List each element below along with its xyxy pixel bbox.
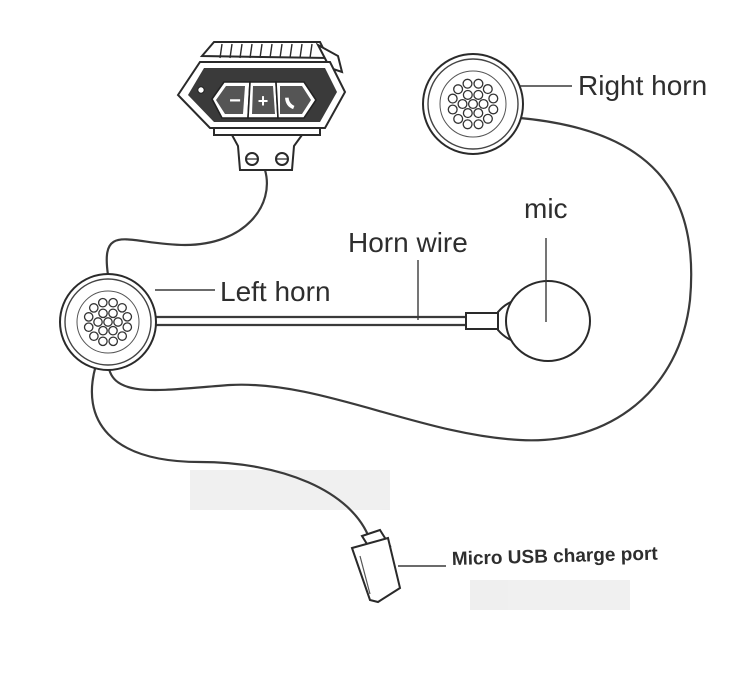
control-unit-cable (105, 168, 268, 277)
grille-hole (457, 98, 468, 110)
leader-lines (155, 85, 572, 567)
grille-hole (462, 119, 473, 130)
grille-hole (482, 84, 493, 95)
grille-hole (447, 93, 458, 104)
grille-hole (117, 331, 128, 341)
phone-icon (285, 97, 295, 110)
grille-hole (113, 317, 123, 327)
grille-hole (467, 98, 479, 110)
grille-hole (473, 78, 484, 89)
grille-hole (98, 336, 108, 347)
control-unit: − + (176, 41, 347, 171)
grille-hole (488, 104, 499, 115)
grille-hole (462, 108, 473, 119)
grille-hole (488, 93, 499, 104)
usb-connector (350, 528, 402, 604)
grille-hole (478, 98, 489, 110)
microphone (465, 280, 591, 362)
grille-hole (473, 89, 484, 100)
grille-hole (482, 113, 493, 124)
grille-hole (122, 322, 133, 332)
grille-hole (462, 78, 473, 89)
grille-hole (83, 322, 94, 333)
label-mic: mic (524, 193, 568, 224)
led-indicator (197, 86, 205, 94)
wires (90, 116, 693, 542)
right-horn (422, 53, 524, 155)
label-left-horn: Left horn (220, 276, 331, 307)
grille-hole (88, 303, 99, 313)
grille-hole (122, 311, 133, 322)
grille-hole (108, 336, 119, 347)
label-usb-port: Micro USB charge port (452, 544, 659, 570)
mic-boom-connector (465, 312, 499, 330)
grille-hole (117, 302, 127, 313)
plus-button[interactable]: + (247, 81, 279, 119)
phone-button[interactable] (275, 81, 317, 119)
right-horn-grille (447, 78, 499, 130)
grille-hole (103, 317, 113, 327)
grille-hole (453, 113, 464, 124)
usb-cable (90, 363, 372, 542)
grille-hole (473, 108, 484, 119)
grille-hole (447, 104, 458, 115)
usb-plug-body (350, 536, 402, 604)
mic-foam (505, 280, 591, 362)
grille-hole (108, 308, 118, 319)
plus-button-label: + (258, 91, 269, 111)
left-horn (59, 273, 157, 371)
grille-hole (108, 297, 118, 308)
label-right-horn: Right horn (578, 70, 707, 101)
grille-hole (98, 325, 108, 336)
grille-hole (453, 84, 464, 95)
label-horn-wire: Horn wire (348, 227, 468, 258)
grille-hole (108, 325, 118, 336)
grille-hole (83, 312, 94, 322)
grille-hole (97, 297, 108, 308)
control-unit-fins (199, 41, 344, 74)
grille-hole (89, 331, 99, 342)
control-unit-rail (213, 127, 321, 136)
grille-hole (98, 308, 108, 319)
minus-button-label: − (229, 90, 241, 112)
right-horn-cable (106, 116, 693, 442)
background-smudges (190, 470, 630, 610)
left-horn-grille (83, 297, 133, 347)
grille-hole (473, 119, 484, 130)
mounting-bracket (230, 134, 304, 171)
grille-hole (462, 89, 473, 100)
grille-hole (93, 317, 103, 327)
